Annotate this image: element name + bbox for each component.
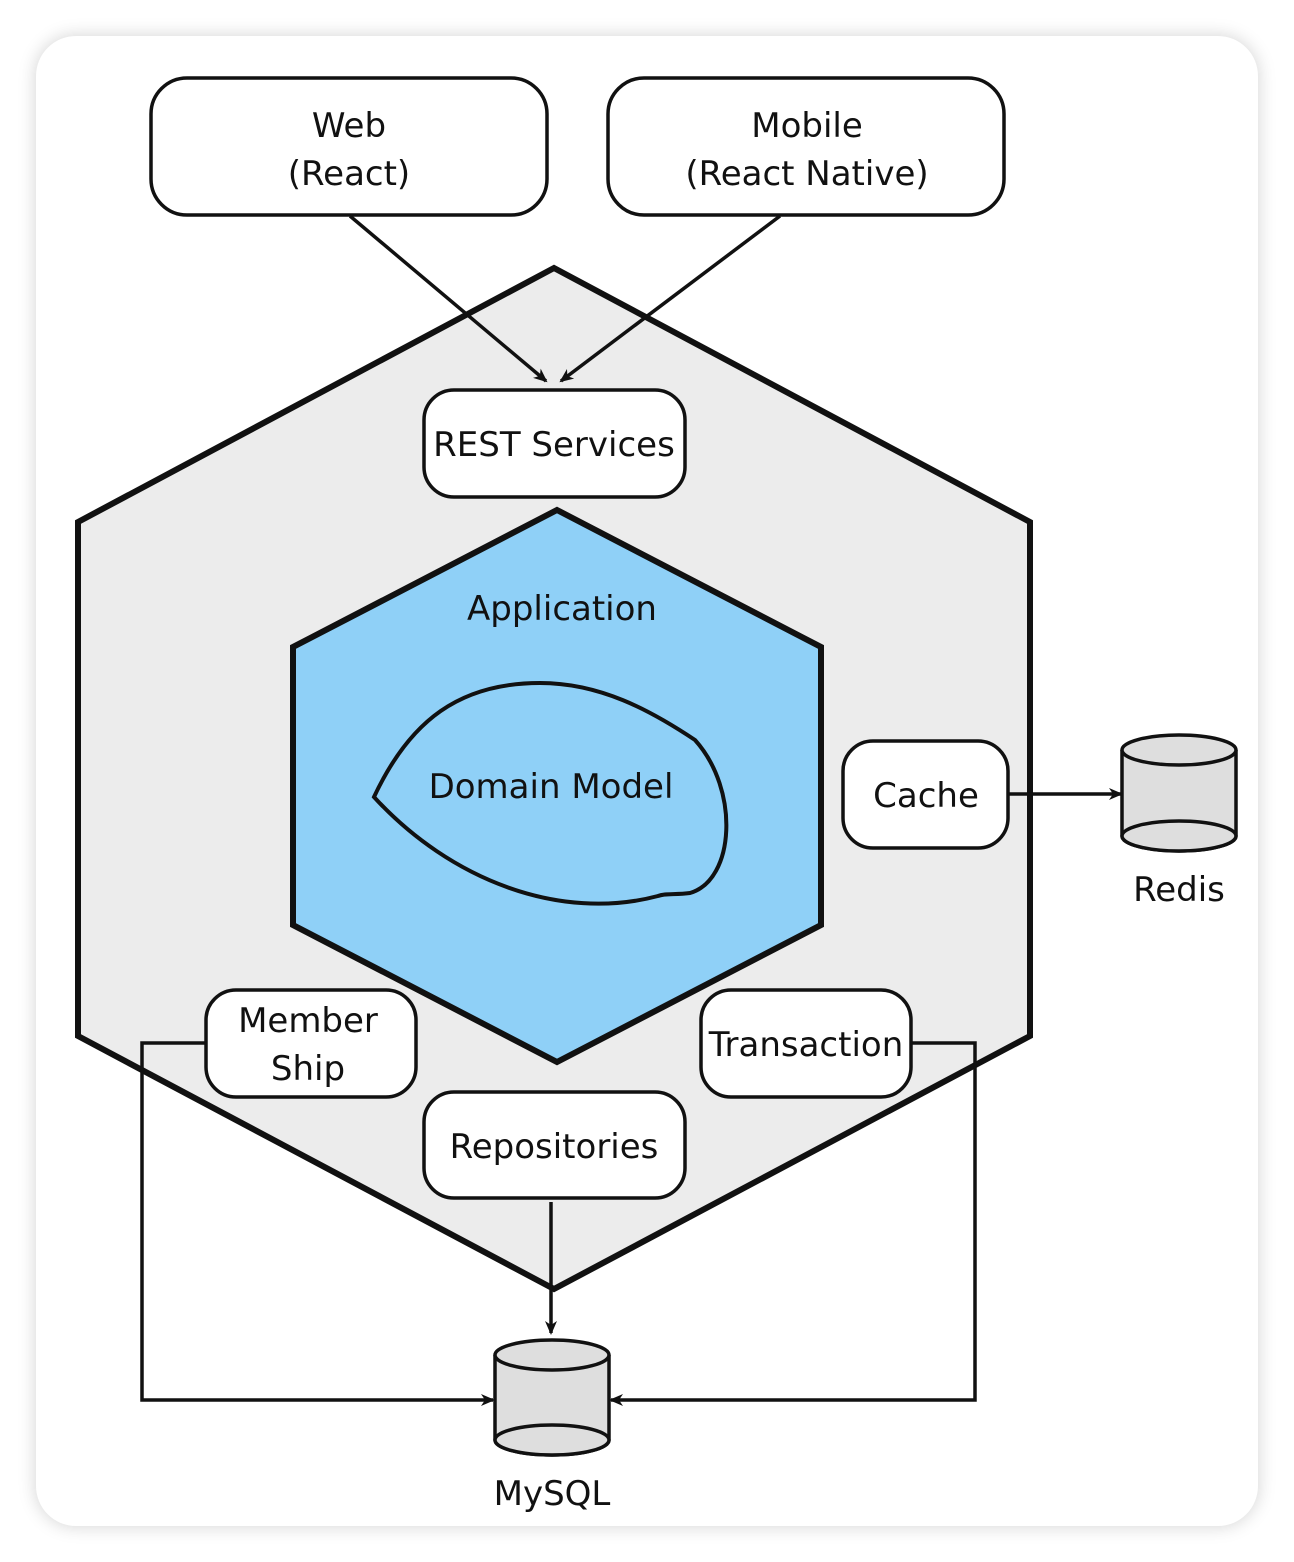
cache-node[interactable]: Cache xyxy=(841,739,1010,850)
mysql-label: MySQL xyxy=(494,1474,611,1514)
membership-line1: Member xyxy=(238,1001,378,1041)
domain-model-shape xyxy=(371,680,729,906)
mobile-node[interactable]: Mobile (React Native) xyxy=(606,76,1006,217)
cache-label: Cache xyxy=(873,776,979,816)
redis-label: Redis xyxy=(1133,870,1225,910)
membership-node[interactable]: Member Ship xyxy=(204,988,418,1099)
rest-services-node[interactable]: REST Services xyxy=(422,388,687,499)
transaction-node[interactable]: Transaction xyxy=(699,988,913,1099)
membership-line2: Ship xyxy=(271,1049,345,1089)
transaction-to-mysql-arrow xyxy=(609,1041,977,1406)
application-label: Application xyxy=(467,589,657,629)
rest-services-label: REST Services xyxy=(433,425,675,465)
mobile-node-title: Mobile xyxy=(751,106,863,146)
repositories-node[interactable]: Repositories xyxy=(422,1090,687,1200)
mysql-database-icon[interactable] xyxy=(493,1338,611,1457)
web-node-subtitle: (React) xyxy=(288,154,410,194)
repositories-label: Repositories xyxy=(450,1127,659,1167)
web-to-rest-arrow xyxy=(348,214,548,383)
web-node-title: Web xyxy=(312,106,386,146)
mobile-node-subtitle: (React Native) xyxy=(685,154,928,194)
domain-model-label: Domain Model xyxy=(429,767,674,807)
mobile-to-rest-arrow xyxy=(559,214,782,383)
transaction-label: Transaction xyxy=(708,1025,904,1065)
web-node[interactable]: Web (React) xyxy=(149,76,549,217)
redis-database-icon[interactable] xyxy=(1120,733,1238,853)
membership-to-mysql-arrow xyxy=(140,1041,495,1406)
